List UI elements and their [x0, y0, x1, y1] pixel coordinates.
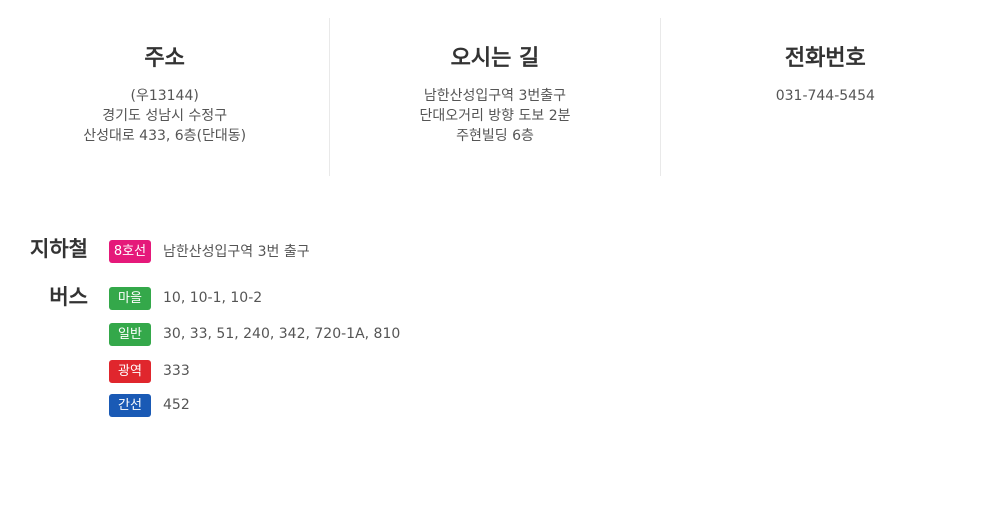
directions-line-3: 주현빌딩 6층 [456, 128, 534, 144]
bus-label: 버스 [49, 285, 88, 309]
bus-routes-text: 30, 33, 51, 240, 342, 720-1A, 810 [163, 326, 401, 342]
phone-title: 전화번호 [784, 46, 866, 71]
bus-type-badge: 마을 [109, 286, 151, 310]
address-postcode: (우13144) [130, 88, 199, 104]
bus-row: 버스 마을 10, 10-1, 10-2 일반 30, 33, 51, 240,… [0, 282, 990, 462]
subway-line-badge: 8호선 [109, 239, 151, 263]
subway-row: 지하철 8호선 남한산성입구역 3번 출구 [0, 234, 990, 282]
directions-line-1: 남한산성입구역 3번출구 [423, 88, 567, 104]
bus-item-express: 광역 333 [109, 359, 190, 383]
subway-item: 8호선 남한산성입구역 3번 출구 [109, 239, 310, 263]
bus-type-badge: 일반 [109, 322, 151, 346]
directions-section: 오시는 길 남한산성입구역 3번출구 단대오거리 방향 도보 2분 주현빌딩 6… [329, 18, 659, 176]
bus-item-trunk: 간선 452 [109, 393, 190, 417]
address-line-2: 산성대로 433, 6층(단대동) [83, 128, 247, 144]
bus-routes-text: 452 [163, 397, 190, 413]
phone-section: 전화번호 031-744-5454 [659, 18, 990, 176]
bus-type-badge: 광역 [109, 359, 151, 383]
address-line-1: 경기도 성남시 수정구 [102, 108, 228, 124]
subway-label: 지하철 [30, 237, 88, 261]
transit-section: 지하철 8호선 남한산성입구역 3번 출구 버스 마을 10, 10-1, 10… [0, 234, 990, 462]
subway-station-text: 남한산성입구역 3번 출구 [163, 244, 310, 260]
bus-item-general: 일반 30, 33, 51, 240, 342, 720-1A, 810 [109, 322, 400, 346]
bus-item-village: 마을 10, 10-1, 10-2 [109, 286, 262, 310]
info-row: 주소 (우13144) 경기도 성남시 수정구 산성대로 433, 6층(단대동… [0, 18, 990, 176]
address-section: 주소 (우13144) 경기도 성남시 수정구 산성대로 433, 6층(단대동… [0, 18, 329, 176]
bus-type-badge: 간선 [109, 393, 151, 417]
address-title: 주소 [144, 46, 185, 71]
directions-line-2: 단대오거리 방향 도보 2분 [419, 108, 571, 124]
bus-routes-text: 333 [163, 363, 190, 379]
phone-number[interactable]: 031-744-5454 [775, 88, 875, 104]
directions-title: 오시는 길 [450, 46, 540, 71]
bus-routes-text: 10, 10-1, 10-2 [163, 290, 263, 306]
